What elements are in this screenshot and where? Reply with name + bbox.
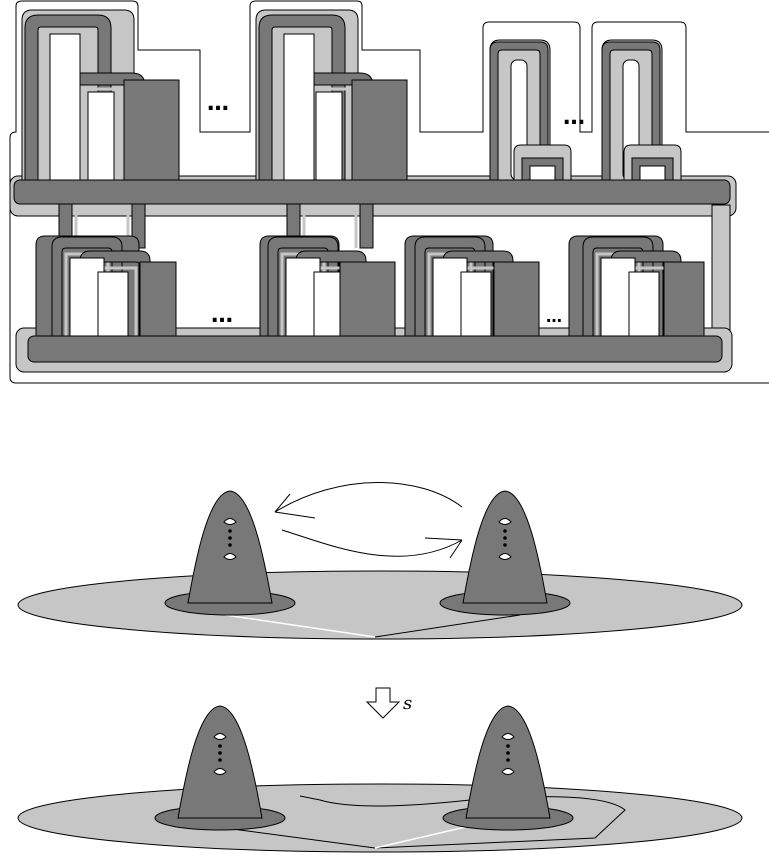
top-panel: … … … …	[10, 1, 769, 383]
ellipsis-label-2: …	[563, 105, 585, 130]
cone-right-after	[443, 706, 573, 830]
surface-disk-after	[18, 784, 742, 852]
down-arrow-icon	[367, 688, 399, 718]
comb-group-3	[490, 40, 571, 190]
comb-group-4	[602, 40, 681, 190]
lower-band	[28, 336, 722, 362]
cone-diagram-before	[18, 482, 742, 639]
ellipsis-label-4: …	[546, 307, 562, 326]
ellipsis-label-1: …	[207, 91, 229, 116]
upper-band	[14, 180, 730, 204]
cone-diagram-after	[18, 706, 742, 852]
ellipsis-label-3: …	[211, 303, 233, 328]
surface-disk-before	[18, 571, 742, 639]
transition-arrow: s	[367, 688, 412, 718]
swap-arrow-lower	[282, 530, 462, 556]
swap-arrow-upper	[275, 482, 462, 512]
cone-left-after	[155, 706, 285, 830]
cone-right-before	[440, 491, 570, 615]
map-label: s	[403, 693, 412, 714]
cone-left-before	[165, 491, 295, 615]
